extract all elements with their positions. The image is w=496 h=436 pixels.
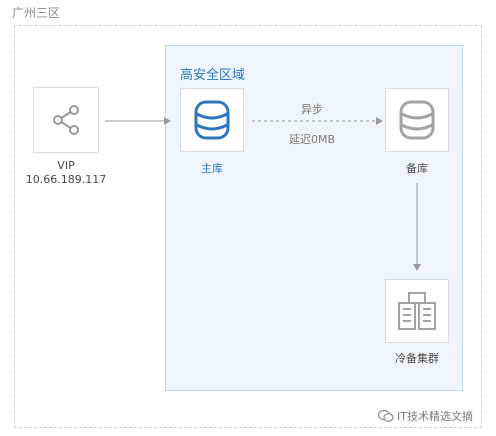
zone-title: 高安全区域 [180,68,246,83]
standby-label: 备库 [406,162,428,175]
primary-label: 主库 [201,162,223,175]
watermark-text: IT技术精选文摘 [397,410,473,423]
database-icon [399,100,435,140]
building-icon [398,292,436,330]
replication-mode: 异步 [301,103,323,116]
vip-node[interactable] [33,87,99,153]
vip-label: VIP [57,159,75,172]
cold-cluster-node[interactable] [385,279,449,343]
share-icon [53,105,79,135]
standby-db-node[interactable] [385,88,449,152]
replication-delay: 延迟0MB [288,133,336,146]
primary-db-node[interactable] [180,88,244,152]
vip-address: 10.66.189.117 [25,173,107,186]
wechat-icon [378,409,394,422]
region-boundary [14,25,482,428]
database-icon [194,100,230,140]
watermark: IT技术精选文摘 [378,408,473,424]
cold-cluster-label: 冷备集群 [395,352,439,365]
region-label: 广州三区 [12,6,61,20]
